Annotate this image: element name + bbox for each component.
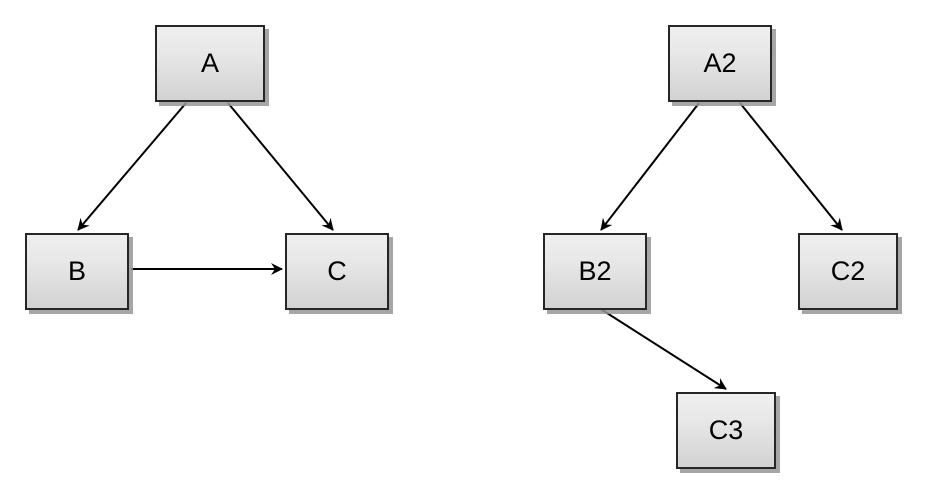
edge-b2-to-c3 — [595, 305, 727, 390]
node-a[interactable]: A — [155, 25, 265, 102]
edge-a2-to-b2 — [600, 102, 700, 231]
node-label: B2 — [578, 256, 612, 286]
node-a2[interactable]: A2 — [668, 25, 772, 102]
node-label: A2 — [703, 48, 737, 78]
node-label: C3 — [708, 415, 744, 445]
node-label: B — [67, 256, 86, 286]
node-label: C — [327, 256, 347, 286]
edges-group — [77, 102, 843, 390]
node-c3[interactable]: C3 — [676, 392, 776, 469]
node-c2[interactable]: C2 — [798, 233, 898, 310]
node-label: C2 — [830, 256, 866, 286]
node-label: A — [200, 48, 219, 78]
node-b[interactable]: B — [25, 233, 129, 310]
edge-a-to-c — [227, 102, 334, 231]
node-b2[interactable]: B2 — [543, 233, 647, 310]
edge-a2-to-c2 — [739, 102, 843, 231]
node-c[interactable]: C — [285, 233, 389, 310]
edge-a-to-b — [77, 102, 187, 231]
